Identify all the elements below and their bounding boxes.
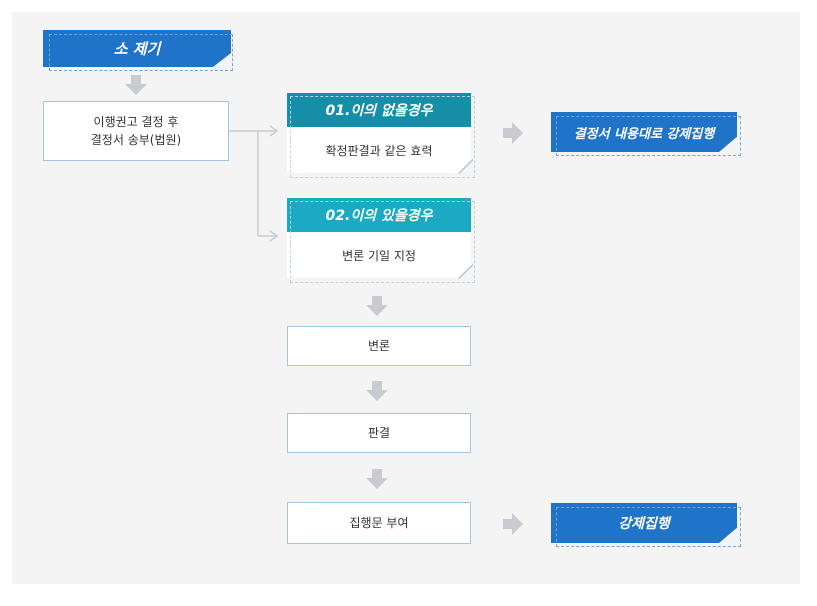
down-arrow-icon	[366, 296, 388, 316]
decision-box: 이행권고 결정 후 결정서 송부(법원)	[43, 101, 229, 161]
down-arrow-icon	[366, 469, 388, 489]
case1-result-banner: 결정서 내용대로 강제집행	[551, 112, 737, 152]
case2-title: 02.이의 있을경우	[287, 198, 471, 232]
case1-title-text: 01.이의 없을경우	[325, 103, 433, 119]
case1-body: 확정판결과 같은 효력	[287, 127, 471, 173]
down-arrow-icon	[366, 381, 388, 401]
down-arrow-icon	[125, 75, 147, 95]
case1-card: 01.이의 없을경우 확정판결과 같은 효력	[287, 93, 471, 173]
right-arrow-icon	[503, 122, 523, 144]
execution-clause-box: 집행문 부여	[287, 502, 471, 544]
pleading-box: 변론	[287, 326, 471, 366]
right-arrow-icon	[503, 513, 523, 535]
decision-text: 이행권고 결정 후 결정서 송부(법원)	[91, 113, 181, 149]
execution-clause-text: 집행문 부여	[349, 516, 409, 530]
case2-card: 02.이의 있을경우 변론 기일 지정	[287, 198, 471, 278]
filing-banner: 소 제기	[43, 30, 231, 67]
judgment-box: 판결	[287, 413, 471, 453]
judgment-text: 판결	[367, 426, 391, 440]
case2-title-text: 02.이의 있을경우	[325, 208, 433, 224]
decision-line-2: 결정서 송부(법원)	[90, 133, 182, 147]
enforcement-banner: 강제집행	[551, 503, 737, 543]
decision-line-1: 이행권고 결정 후	[93, 115, 179, 129]
pleading-text: 변론	[367, 339, 391, 353]
case1-title: 01.이의 없을경우	[287, 93, 471, 127]
case1-result-label: 결정서 내용대로 강제집행	[573, 126, 715, 142]
case1-body-text: 확정판결과 같은 효력	[325, 143, 433, 158]
enforcement-label: 강제집행	[618, 516, 670, 532]
case2-body-text: 변론 기일 지정	[342, 248, 416, 263]
filing-label: 소 제기	[113, 40, 161, 58]
connector-lines	[229, 125, 279, 242]
case2-body: 변론 기일 지정	[287, 232, 471, 278]
